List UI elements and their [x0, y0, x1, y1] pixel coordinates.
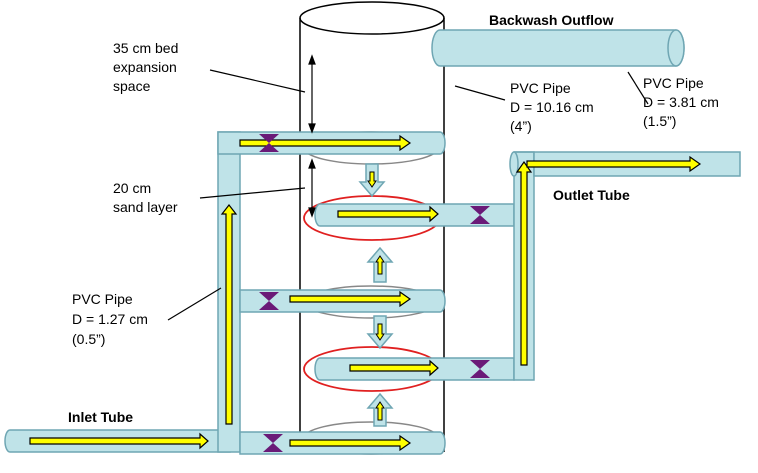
down-flow-arrow-upper	[358, 163, 386, 198]
inlet-tube-label: Inlet Tube	[68, 409, 133, 425]
column-top-rim	[299, 1, 445, 35]
bed-expansion-label-line2: expansion	[113, 59, 177, 75]
leader-lines	[167, 69, 649, 321]
sand-layer-label-line2: sand layer	[113, 199, 178, 215]
pvc-medium-label-line3: (1.5”)	[643, 113, 676, 129]
flow-arrow-icon	[337, 205, 439, 223]
pvc-medium-label-line1: PVC Pipe	[643, 75, 704, 91]
sand-layer-label-line1: 20 cm	[113, 180, 151, 196]
backwash-outflow-label: Backwash Outflow	[489, 12, 614, 28]
outlet-tube-label: Outlet Tube	[553, 187, 630, 203]
dimension-markers	[308, 54, 316, 218]
pvc-large-label-line2: D = 10.16 cm	[510, 99, 594, 115]
labels: Backwash Outflow 35 cm bed expansion spa…	[68, 12, 719, 425]
flow-arrow-icon	[349, 359, 439, 377]
flow-arrow-icon	[526, 155, 702, 173]
pvc-small-label-line1: PVC Pipe	[72, 291, 133, 307]
flow-arrow-icon	[29, 432, 209, 450]
up-flow-arrow-upper	[366, 246, 394, 283]
vertical-flow-indicators	[358, 163, 394, 427]
up-flow-arrow-lower	[366, 392, 394, 427]
pvc-medium-label-line2: D = 3.81 cm	[643, 94, 719, 110]
bed-expansion-label-line3: space	[113, 78, 151, 94]
backwash-outflow-pipe	[431, 29, 685, 67]
bed-expansion-label-line1: 35 cm bed	[113, 40, 178, 56]
pvc-large-label-line3: (4”)	[510, 118, 532, 134]
down-flow-arrow-lower	[366, 315, 394, 350]
flow-arrow-icon	[220, 204, 238, 425]
pvc-small-label-line2: D = 1.27 cm	[72, 311, 148, 327]
pvc-large-label-line1: PVC Pipe	[510, 80, 571, 96]
pvc-small-label-line3: (0.5”)	[72, 331, 105, 347]
flow-arrows	[29, 134, 702, 452]
flow-arrow-icon	[289, 434, 412, 452]
outlet-elbow-cap	[509, 151, 519, 177]
flow-arrow-icon	[289, 290, 412, 308]
